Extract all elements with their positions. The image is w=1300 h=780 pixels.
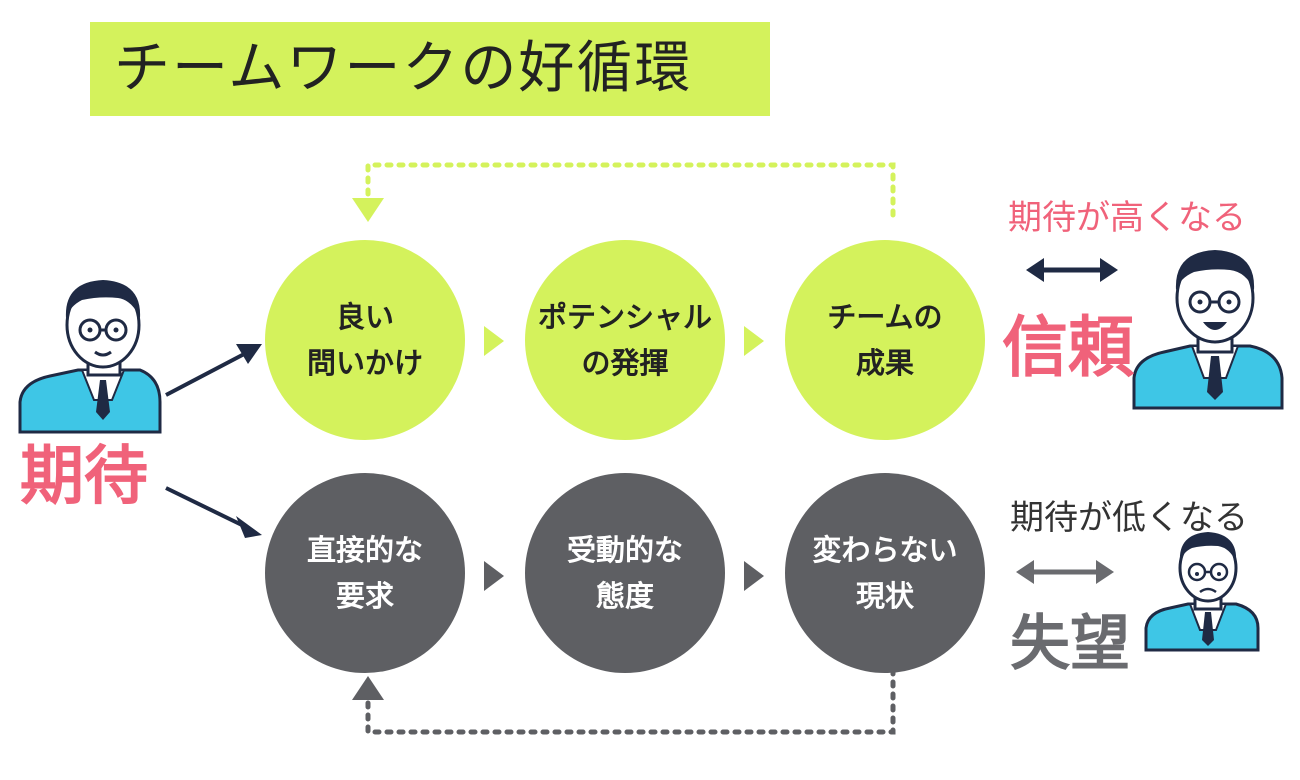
circle-line: 要求 [335,579,394,613]
circle-line: 良い [335,300,394,334]
circle-line: 成果 [855,346,914,380]
arrow-to-top-row [165,344,262,397]
circle-line: 現状 [855,579,914,613]
disappointment-label: 失望 [1010,609,1130,679]
title-banner: チームワークの好循環 [90,22,770,116]
circle-potential: ポテンシャルの発揮 [525,240,725,440]
person-disappointed-icon [1144,532,1260,652]
circle-line: 変わらない [812,533,958,567]
circle-line: 受動的な [566,533,683,567]
arrow-bottom-2 [744,561,764,591]
circle-direct-demand: 直接的な要求 [265,473,465,673]
circle-passive-attitude: 受動的な態度 [525,473,725,673]
expectation-rises-caption: 期待が高くなる [1008,198,1246,238]
expectation-label: 期待 [20,440,148,514]
person-trust-icon [1132,250,1284,410]
circle-line: 直接的な [306,533,423,567]
bottom-loop-connector [352,667,896,735]
diagram-title: チームワークの好循環 [114,36,693,101]
arrow-bottom-1 [484,561,504,591]
top-loop-connector [352,162,896,222]
expectation-falls-caption: 期待が低くなる [1010,498,1248,538]
person-left-icon [18,280,162,434]
arrow-top-1 [484,326,504,356]
circle-good-questions: 良い問いかけ [265,240,465,440]
double-arrow-disappointment [1016,560,1114,584]
circle-line: チームの [827,300,943,334]
trust-label: 信頼 [1002,309,1134,386]
double-arrow-trust [1026,258,1118,282]
circle-line: の発揮 [581,346,669,380]
circle-line: ポテンシャル [537,300,712,334]
circle-team-results: チームの成果 [785,240,985,440]
circle-line: 問いかけ [306,346,423,380]
circle-line: 態度 [595,579,654,613]
arrow-top-2 [744,326,764,356]
circle-status-quo: 変わらない現状 [785,473,985,673]
arrow-to-bottom-row [165,486,262,538]
